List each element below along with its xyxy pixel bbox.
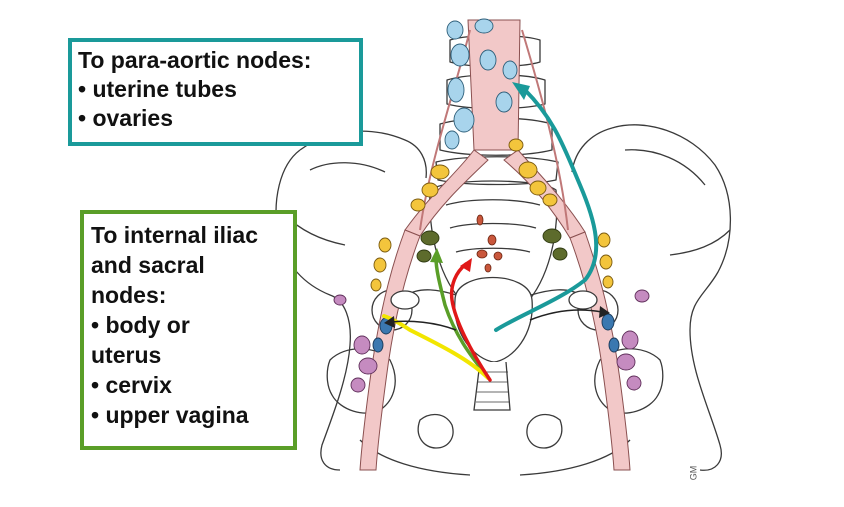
artist-initials: GM <box>688 465 699 481</box>
uterus-and-adnexa <box>390 276 598 411</box>
para-aortic-item-ovaries: • ovaries <box>78 105 173 131</box>
iliac-item-cervix: • cervix <box>91 372 172 398</box>
para-aortic-arrowhead <box>512 82 530 100</box>
sacral-pathway <box>449 262 492 382</box>
left-external-arrowhead <box>384 316 395 328</box>
para-aortic-nodes <box>444 18 518 150</box>
iliac-line-1: To internal iliac <box>91 222 258 248</box>
left-external-arrow <box>391 320 457 331</box>
sacral-arrowhead <box>460 258 472 272</box>
para-aortic-title: To para-aortic nodes: <box>78 47 312 73</box>
right-external-arrow <box>529 309 603 321</box>
iliac-item-uterus: uterus <box>91 342 162 368</box>
internal-iliac-label-box: To internal iliac and sacral nodes: • bo… <box>80 210 297 450</box>
sacral-nodes <box>476 214 503 273</box>
iliac-line-2: and sacral <box>91 252 205 278</box>
para-aortic-pathway <box>494 88 599 332</box>
external-iliac-nodes <box>333 289 650 393</box>
internal-iliac-arrowhead <box>430 248 443 263</box>
iliac-item-body-or: • body or <box>91 312 190 338</box>
iliac-item-upper-vagina: • upper vagina <box>91 402 249 428</box>
para-aortic-label-box: To para-aortic nodes: • uterine tubes • … <box>68 38 363 146</box>
common-iliac-nodes <box>370 138 614 292</box>
blood-vessels <box>359 19 631 471</box>
right-external-arrowhead <box>599 306 610 318</box>
internal-iliac-nodes <box>416 228 568 263</box>
para-aortic-item-uterine-tubes: • uterine tubes <box>78 76 237 102</box>
internal-iliac-pathway <box>434 256 488 377</box>
iliac-line-3: nodes: <box>91 282 167 308</box>
